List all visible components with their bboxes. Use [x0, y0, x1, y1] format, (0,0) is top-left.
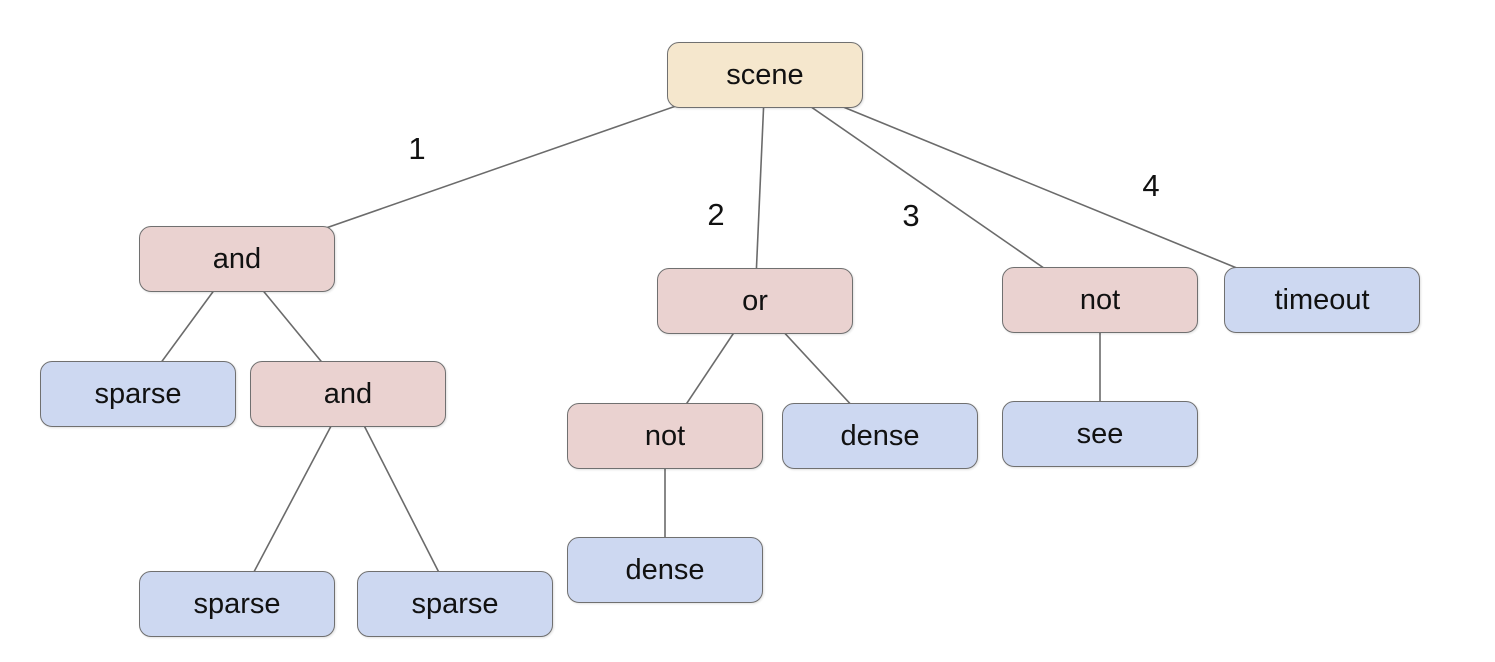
edge-scene-timeout — [764, 74, 1316, 301]
edge-and2-sparse2 — [236, 393, 349, 605]
node-sparse-3: sparse — [357, 571, 553, 637]
node-sparse-2: sparse — [139, 571, 335, 637]
node-not-1: not — [1002, 267, 1198, 333]
node-or: or — [657, 268, 853, 334]
node-and-2: and — [250, 361, 446, 427]
edge-scene-or — [754, 74, 766, 302]
node-dense-2: dense — [567, 537, 763, 603]
node-and-1: and — [139, 226, 335, 292]
edge-label-3: 3 — [902, 198, 919, 233]
edge-label-2: 2 — [707, 197, 724, 232]
node-timeout: timeout — [1224, 267, 1420, 333]
node-not-2: not — [567, 403, 763, 469]
node-sparse-1: sparse — [40, 361, 236, 427]
node-see: see — [1002, 401, 1198, 467]
node-dense-1: dense — [782, 403, 978, 469]
edge-label-4: 4 — [1142, 168, 1159, 203]
edge-scene-not — [764, 74, 1091, 301]
edge-label-1: 1 — [408, 131, 425, 166]
edge-and2-sparse3 — [347, 393, 456, 605]
node-scene: scene — [667, 42, 863, 108]
